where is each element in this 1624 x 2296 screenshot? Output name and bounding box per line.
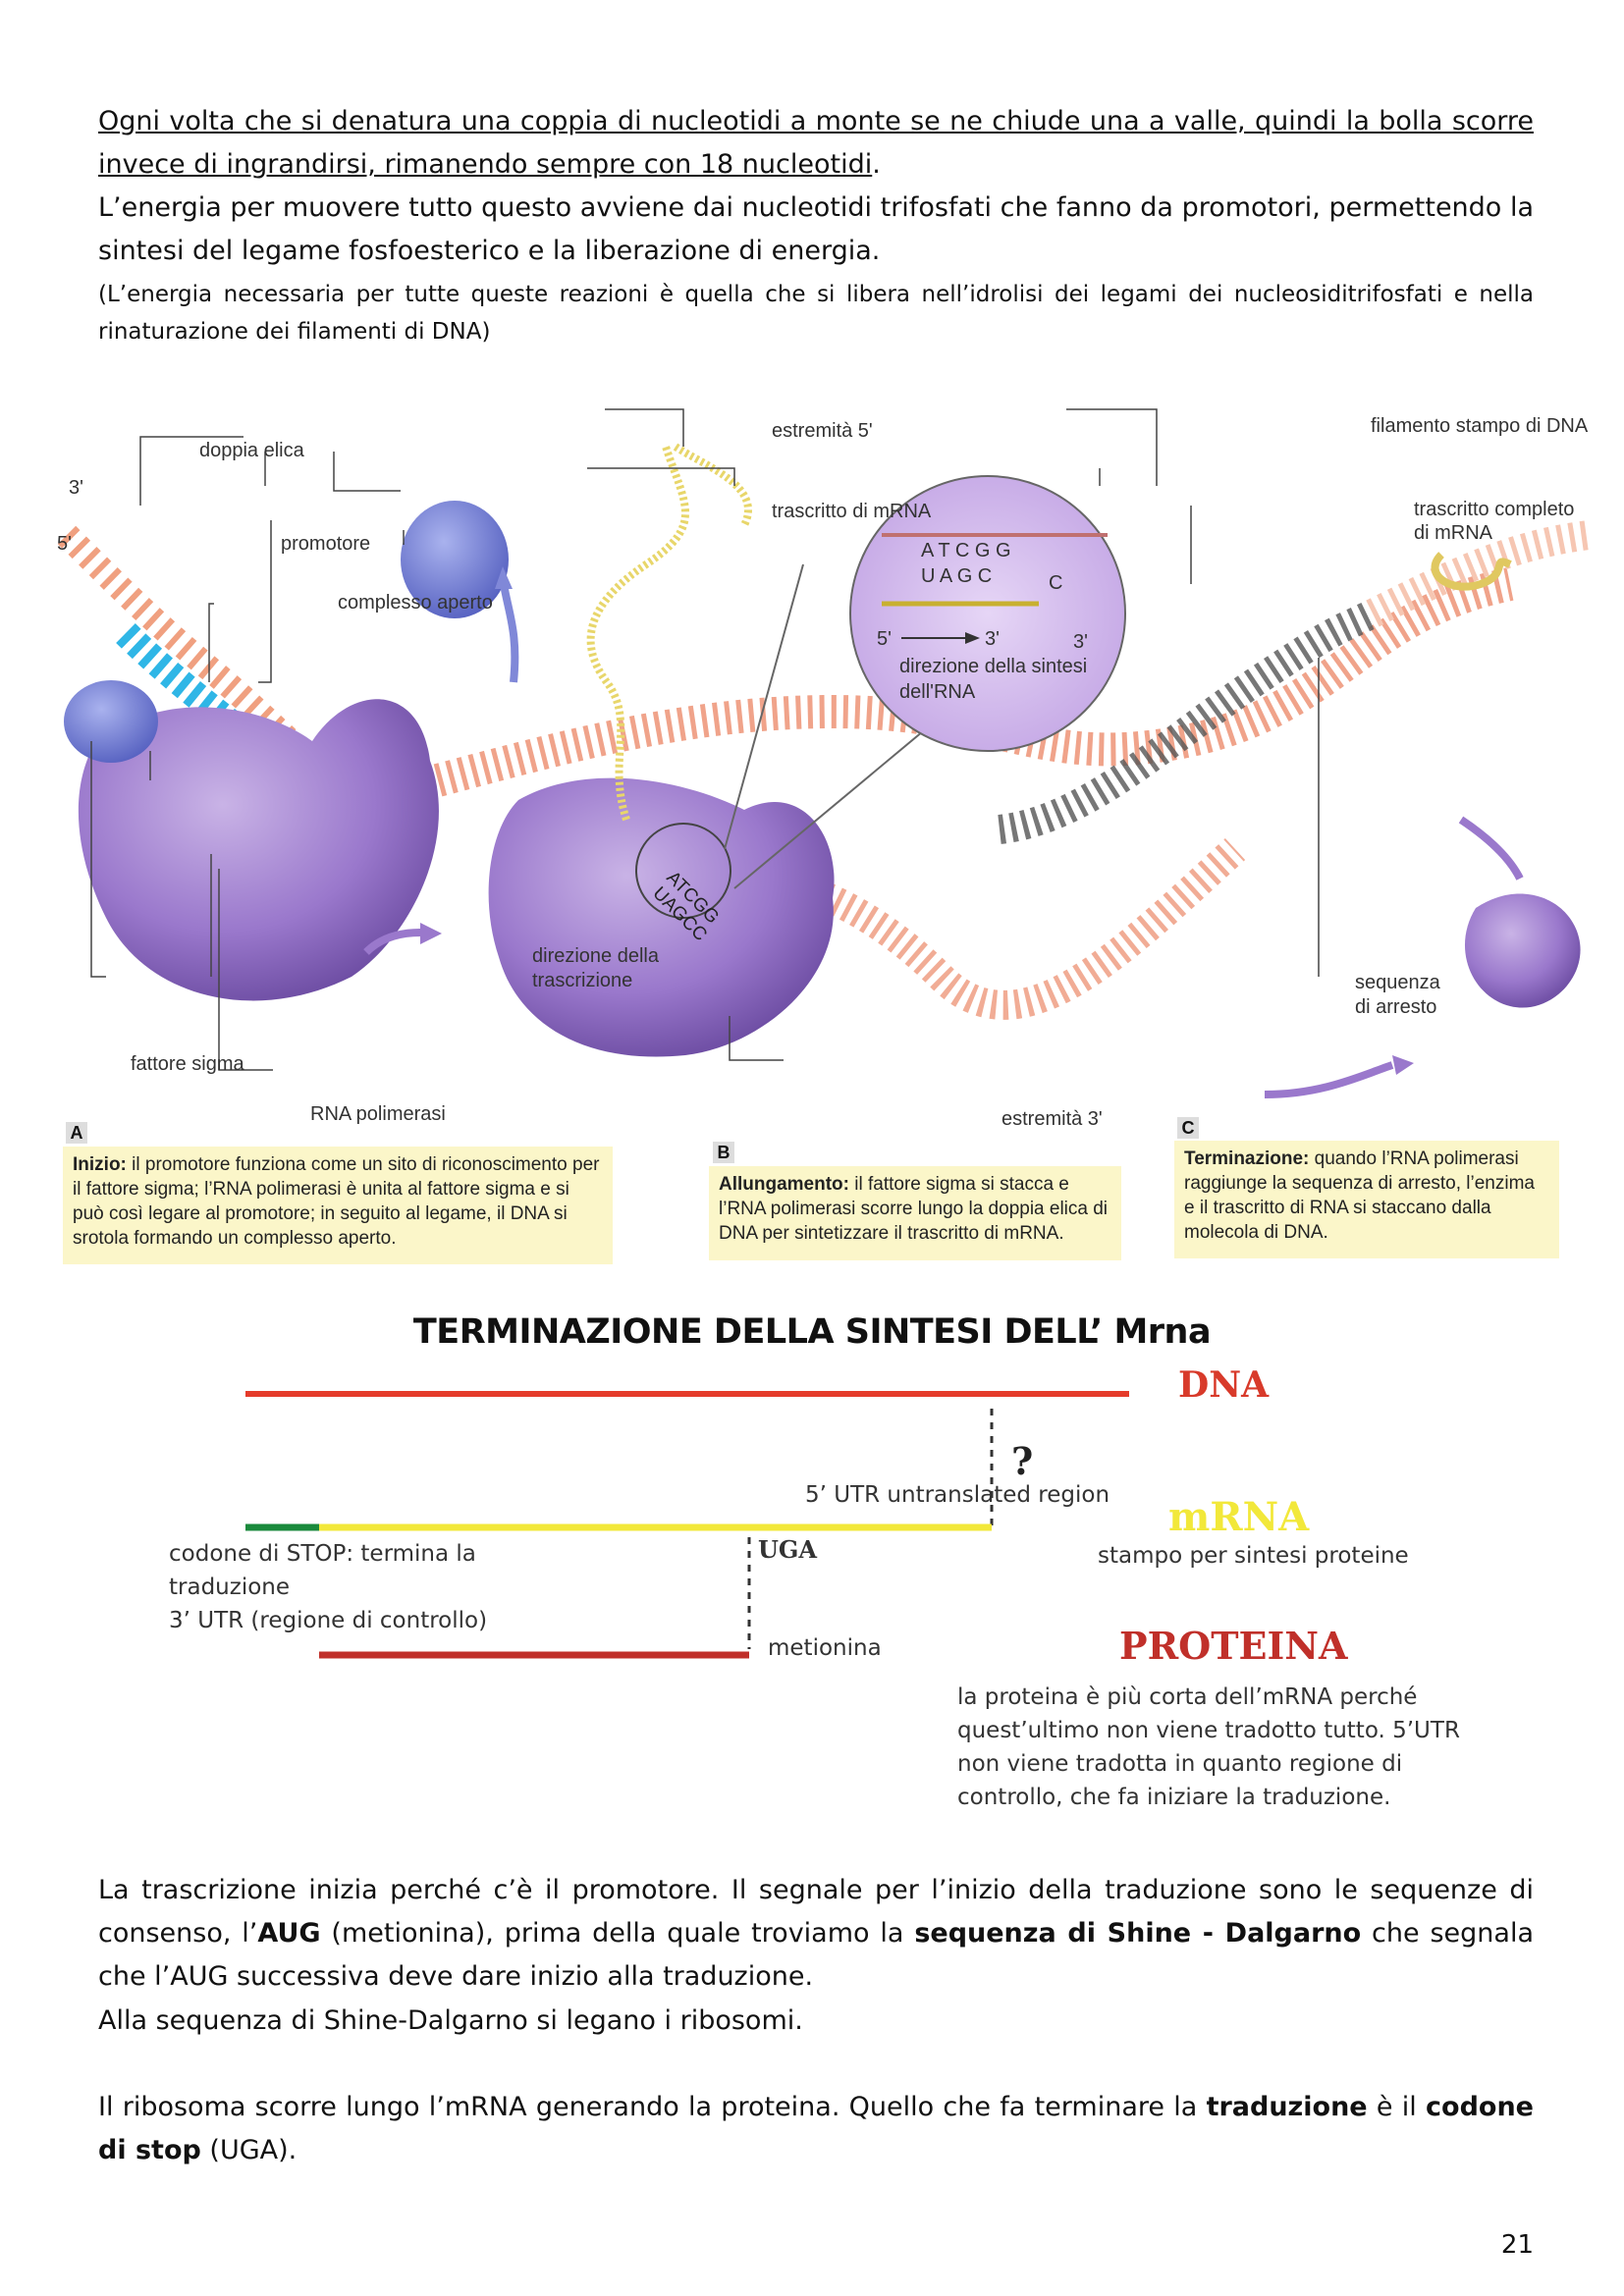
caption-c: Terminazione: quando l’RNA polimerasi ra… [1174, 1141, 1559, 1258]
inset-dna-letters: A T C G G [921, 540, 1011, 561]
inset-3prime: 3' [985, 628, 1000, 650]
caption-b: Allungamento: il fattore sigma si stacca… [709, 1166, 1121, 1260]
label-complesso-aperto: complesso aperto [338, 592, 493, 614]
paragraph-traduzione: La trascrizione inizia perché c’è il pro… [98, 1869, 1534, 1999]
termination-diagram: DNA ? 5’ UTR untranslated region mRNA co… [157, 1364, 1473, 1826]
label-filamento-stampo: filamento stampo di DNA [1371, 415, 1589, 437]
termination-arrow [1265, 1065, 1392, 1095]
caption-a-letter: A [66, 1122, 87, 1144]
caption-c-letter: C [1177, 1117, 1199, 1139]
note-line-3: non viene tradotta in quanto regione di [957, 1747, 1402, 1781]
uga-label: UGA [758, 1535, 817, 1564]
paragraph-energy: L’energia per muovere tutto questo avvie… [98, 187, 1534, 273]
label-3prime: 3' [69, 477, 83, 499]
label-rna-polimerasi: RNA polimerasi [310, 1103, 446, 1125]
caption-a: Inizio: il promotore funziona come un si… [63, 1147, 613, 1264]
transcription-figure: ATCGG UAGCC A T C G G U A G C C 5' [57, 388, 1600, 1266]
label-sequenza-1: sequenza [1355, 972, 1441, 993]
paragraph-stop: Il ribosoma scorre lungo l’mRNA generand… [98, 2086, 1534, 2172]
metionina-label: metionina [768, 1631, 882, 1665]
page-number: 21 [1501, 2230, 1534, 2260]
label-doppia-elica: doppia elica [199, 440, 305, 461]
section-title: TERMINAZIONE DELLA SINTESI DELL’ Mrna [0, 1312, 1624, 1352]
inset-free-c: C [1049, 572, 1062, 594]
para4-aug: AUG [257, 1918, 320, 1949]
para6-t2: è il [1368, 2092, 1426, 2122]
inset-3prime-b: 3' [1073, 631, 1088, 653]
polymerase-a [64, 680, 439, 1000]
label-direzione-1: direzione della [532, 945, 660, 967]
para6-traduzione: traduzione [1207, 2092, 1368, 2122]
label-trascritto-mrna: trascritto di mRNA [772, 501, 932, 522]
paragraph-energy-note: (L’energia necessaria per tutte queste r… [98, 276, 1534, 350]
caption-b-letter: B [713, 1142, 734, 1163]
label-estremita-3: estremità 3' [1001, 1108, 1103, 1130]
caption-a-title: Inizio: [73, 1154, 127, 1175]
label-sequenza-2: di arresto [1355, 996, 1436, 1018]
paragraph-bubble: Ogni volta che si denatura una coppia di… [98, 100, 1534, 187]
dna-label: DNA [1178, 1364, 1269, 1406]
stampo-label: stampo per sintesi proteine [1098, 1539, 1409, 1573]
inset-rna-letters: U A G C [921, 565, 992, 587]
para6-t1: Il ribosoma scorre lungo l’mRNA generand… [98, 2092, 1207, 2122]
para6-t3: (UGA). [201, 2135, 297, 2165]
paragraph-ribosomi: Alla sequenza di Shine-Dalgarno si legan… [98, 2000, 1534, 2043]
inset-direction-2: dell'RNA [899, 681, 976, 703]
proteina-label: PROTEINA [1119, 1624, 1348, 1668]
paragraph-end: . [872, 149, 881, 180]
stop-label-2: traduzione [169, 1571, 290, 1604]
mrna-transcript [591, 447, 685, 820]
utr3-label: 3’ UTR (regione di controllo) [169, 1604, 487, 1637]
question-mark: ? [1011, 1439, 1033, 1483]
inset-direction-1: direzione della sintesi [899, 656, 1087, 677]
underlined-sentence: Ogni volta che si denatura una coppia di… [98, 106, 1534, 180]
label-estremita-5: estremità 5' [772, 420, 873, 442]
note-line-1: la proteina è più corta dell’mRNA perché [957, 1681, 1417, 1714]
label-direzione-2: trascrizione [532, 970, 632, 991]
label-trascritto-completo-2: di mRNA [1414, 522, 1493, 544]
polymerase-b: ATCGG UAGCC [489, 778, 835, 1057]
label-fattore-sigma: fattore sigma [131, 1053, 244, 1075]
stop-label-1: codone di STOP: termina la [169, 1537, 476, 1571]
sigma-release-arrow [504, 584, 514, 682]
label-5prime: 5' [57, 533, 72, 555]
note-line-2: quest’ultimo non viene tradotto tutto. 5… [957, 1714, 1460, 1747]
released-polymerase [1465, 894, 1581, 1008]
utr5-label: 5’ UTR untranslated region [805, 1478, 1110, 1512]
inset-5prime: 5' [877, 628, 892, 650]
note-line-4: controllo, che fa iniziare la traduzione… [957, 1781, 1390, 1814]
mrna-label: mRNA [1168, 1494, 1309, 1540]
caption-b-title: Allungamento: [719, 1174, 849, 1195]
label-promotore: promotore [281, 533, 370, 555]
para4-shine-dalgarno: sequenza di Shine - Dalgarno [914, 1918, 1361, 1949]
caption-a-text: il promotore funziona come un sito di ri… [73, 1154, 599, 1249]
label-trascritto-completo-1: trascritto completo [1414, 499, 1574, 520]
caption-c-title: Terminazione: [1184, 1148, 1309, 1169]
para4-t2: (metionina), prima della quale troviamo … [321, 1918, 915, 1949]
